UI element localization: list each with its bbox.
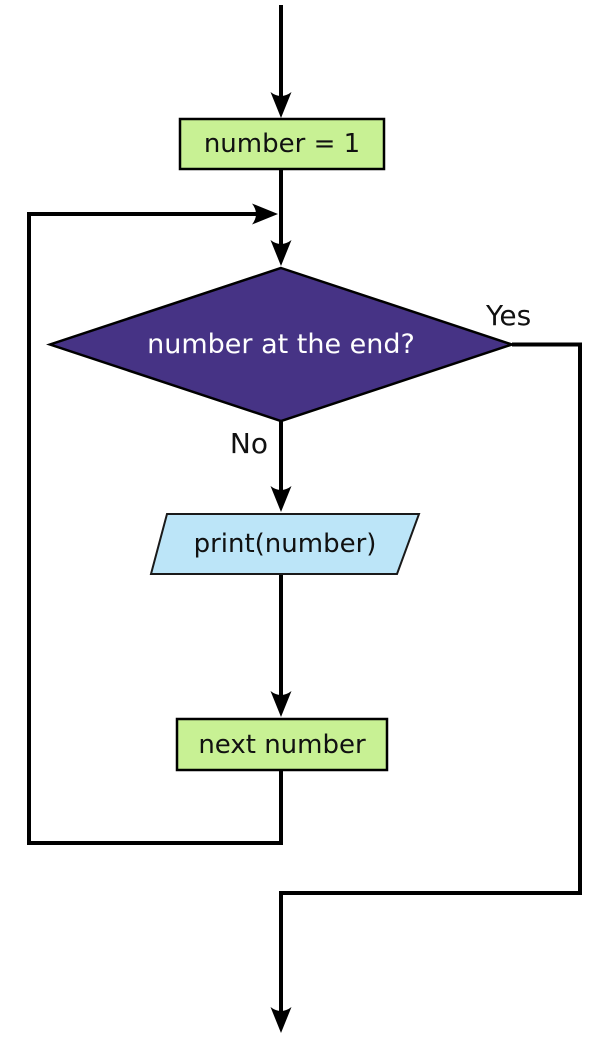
init-box-shape: [178, 117, 386, 171]
print-parallelogram-shape: [149, 513, 421, 575]
arrowhead-loop-join: [252, 203, 278, 225]
decision-diamond-shape: [46, 266, 516, 423]
arrowhead-into-next: [270, 691, 292, 717]
arrowhead-into-print: [270, 486, 292, 512]
edge-lines: [27, 5, 582, 1016]
arrowhead-into-init: [270, 92, 292, 118]
arrowhead-into-decision: [270, 240, 292, 266]
edge-decision-yes-to-end: [279, 342, 582, 1016]
arrowhead-end: [270, 1007, 292, 1033]
edge-loop-back: [27, 212, 283, 845]
next-box-shape: [175, 717, 389, 772]
arrowheads: [252, 92, 292, 1033]
